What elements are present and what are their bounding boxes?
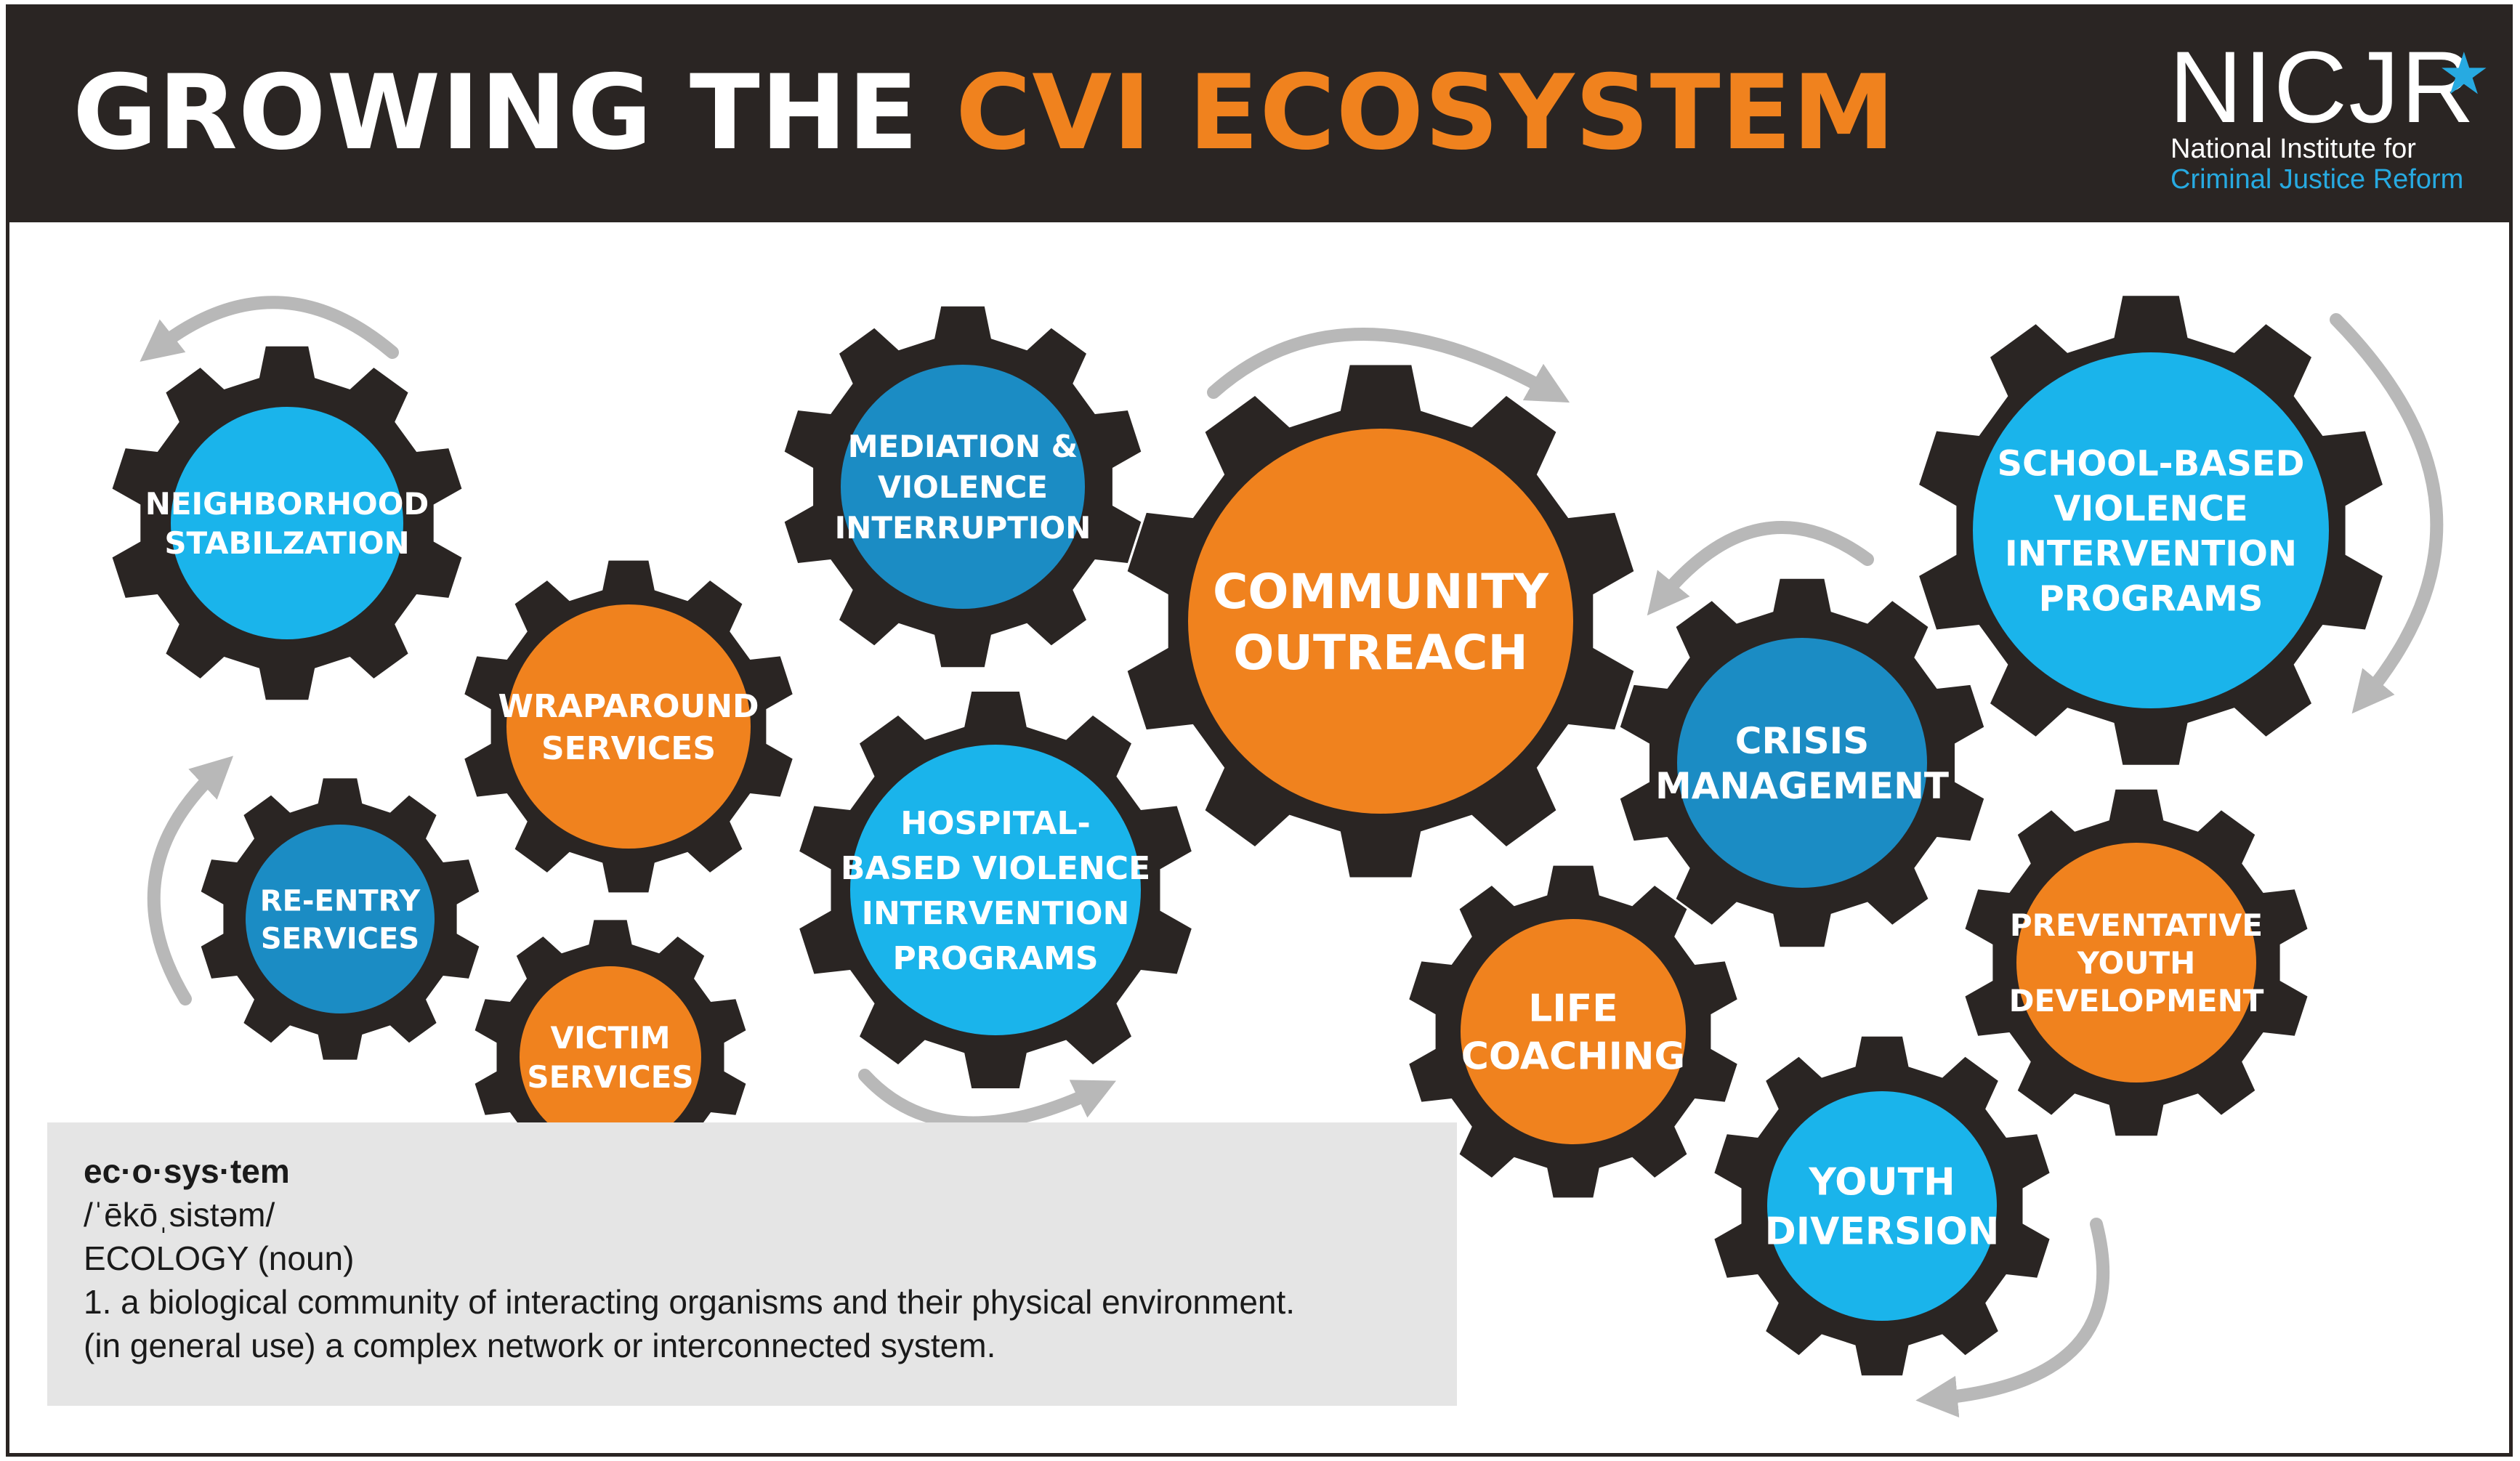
- gear-label-mediation: VIOLENCE: [878, 469, 1048, 505]
- gear-label-reentry: RE-ENTRY: [260, 884, 421, 918]
- title-part-white: GROWING THE: [73, 53, 956, 173]
- gear-hub-mediation: [841, 365, 1085, 609]
- nicjr-logo: NICJR ★ National Institute for Criminal …: [2162, 29, 2511, 203]
- gear-hub-neighborhood: [171, 407, 403, 639]
- gear-label-outreach: OUTREACH: [1233, 625, 1527, 681]
- definition-box: ec·o·sys·tem /ˈēkōˌsistəm/ ECOLOGY (noun…: [47, 1122, 1457, 1406]
- gear-label-neighborhood: STABILZATION: [164, 525, 409, 561]
- definition-pronunciation: /ˈēkōˌsistəm/: [84, 1196, 275, 1234]
- gear-label-crisis: MANAGEMENT: [1655, 765, 1949, 807]
- curved-arrow-icon: [1915, 1218, 2109, 1418]
- gear-label-mediation: INTERRUPTION: [835, 510, 1091, 546]
- gear-label-neighborhood: NEIGHBORHOOD: [145, 486, 429, 522]
- gear-hub-reentry: [246, 825, 435, 1013]
- gear-label-preventative: YOUTH: [2077, 945, 2196, 981]
- gear-hub-victim: [520, 966, 701, 1148]
- curved-arrow-icon: [2330, 313, 2444, 714]
- gear-label-hospital: PROGRAMS: [892, 940, 1098, 977]
- gear-label-diversion: YOUTH: [1808, 1161, 1955, 1205]
- curved-arrow-icon: [1647, 521, 1874, 616]
- definition-sense-2: (in general use) a complex network or in…: [84, 1327, 996, 1364]
- gear-label-school: PROGRAMS: [2039, 578, 2263, 619]
- curved-arrow-icon: [140, 296, 399, 362]
- gear-label-preventative: DEVELOPMENT: [2009, 983, 2264, 1019]
- definition-sense-1: 1. a biological community of interacting…: [84, 1283, 1296, 1321]
- gear-label-diversion: DIVERSION: [1765, 1210, 2000, 1254]
- gear-hub-crisis: [1677, 638, 1927, 888]
- logo-wordmark: NICJR: [2169, 30, 2476, 144]
- gear-label-hospital: HOSPITAL-: [900, 805, 1091, 842]
- gear-label-victim: SERVICES: [527, 1059, 693, 1095]
- gear-label-mediation: MEDIATION &: [848, 429, 1078, 464]
- rotation-arrows: [140, 296, 2444, 1418]
- gear-hospital: HOSPITAL- BASED VIOLENCE INTERVENTION PROGR…: [799, 692, 1192, 1088]
- gear-label-victim: VICTIM: [550, 1020, 670, 1056]
- header-bar: [6, 4, 2513, 222]
- gear-mediation: MEDIATION & VIOLENCE INTERRUPTION: [784, 306, 1142, 668]
- curved-arrow-icon: [1207, 328, 1570, 403]
- gear-label-reentry: SERVICES: [261, 922, 419, 955]
- gear-label-school: VIOLENCE: [2053, 488, 2248, 529]
- title-part-orange: CVI ECOSYSTEM: [956, 53, 1896, 173]
- curved-arrow-icon: [147, 756, 234, 1005]
- gear-label-school: SCHOOL-BASED: [1997, 443, 2304, 484]
- gear-wraparound: WRAPAROUND SERVICES: [464, 560, 793, 893]
- gear-label-life: COACHING: [1461, 1035, 1685, 1079]
- gear-diversion: YOUTH DIVERSION: [1714, 1036, 2050, 1376]
- gear-label-outreach: COMMUNITY: [1213, 564, 1549, 620]
- gear-label-crisis: CRISIS: [1735, 720, 1869, 762]
- gear-label-hospital: INTERVENTION: [862, 895, 1130, 932]
- gear-hub-wraparound: [506, 604, 751, 849]
- gear-label-life: LIFE: [1528, 987, 1618, 1031]
- gear-hub-hospital: [850, 745, 1141, 1035]
- page-title: GROWING THE CVI ECOSYSTEM: [73, 62, 1896, 165]
- logo-tagline-line2: Criminal Justice Reform: [2170, 164, 2464, 195]
- definition-headword: ec·o·sys·tem: [84, 1152, 290, 1190]
- gear-label-wraparound: SERVICES: [541, 730, 716, 767]
- gear-hub-outreach: [1188, 429, 1573, 814]
- gear-label-wraparound: WRAPAROUND: [498, 688, 759, 725]
- gear-hub-life: [1461, 919, 1686, 1144]
- gear-label-preventative: PREVENTATIVE: [2010, 907, 2263, 943]
- gear-reentry: RE-ENTRY SERVICES: [201, 778, 480, 1060]
- definition-word-class: ECOLOGY (noun): [84, 1239, 355, 1277]
- gear-hub-diversion: [1767, 1091, 1997, 1321]
- gear-hub-preventative: [2016, 843, 2256, 1082]
- logo-tagline-line1: National Institute for: [2170, 134, 2416, 164]
- gear-hub-school: [1973, 352, 2329, 708]
- gear-label-hospital: BASED VIOLENCE: [841, 850, 1150, 887]
- star-icon: ★: [2438, 41, 2490, 106]
- gear-label-school: INTERVENTION: [2005, 533, 2297, 574]
